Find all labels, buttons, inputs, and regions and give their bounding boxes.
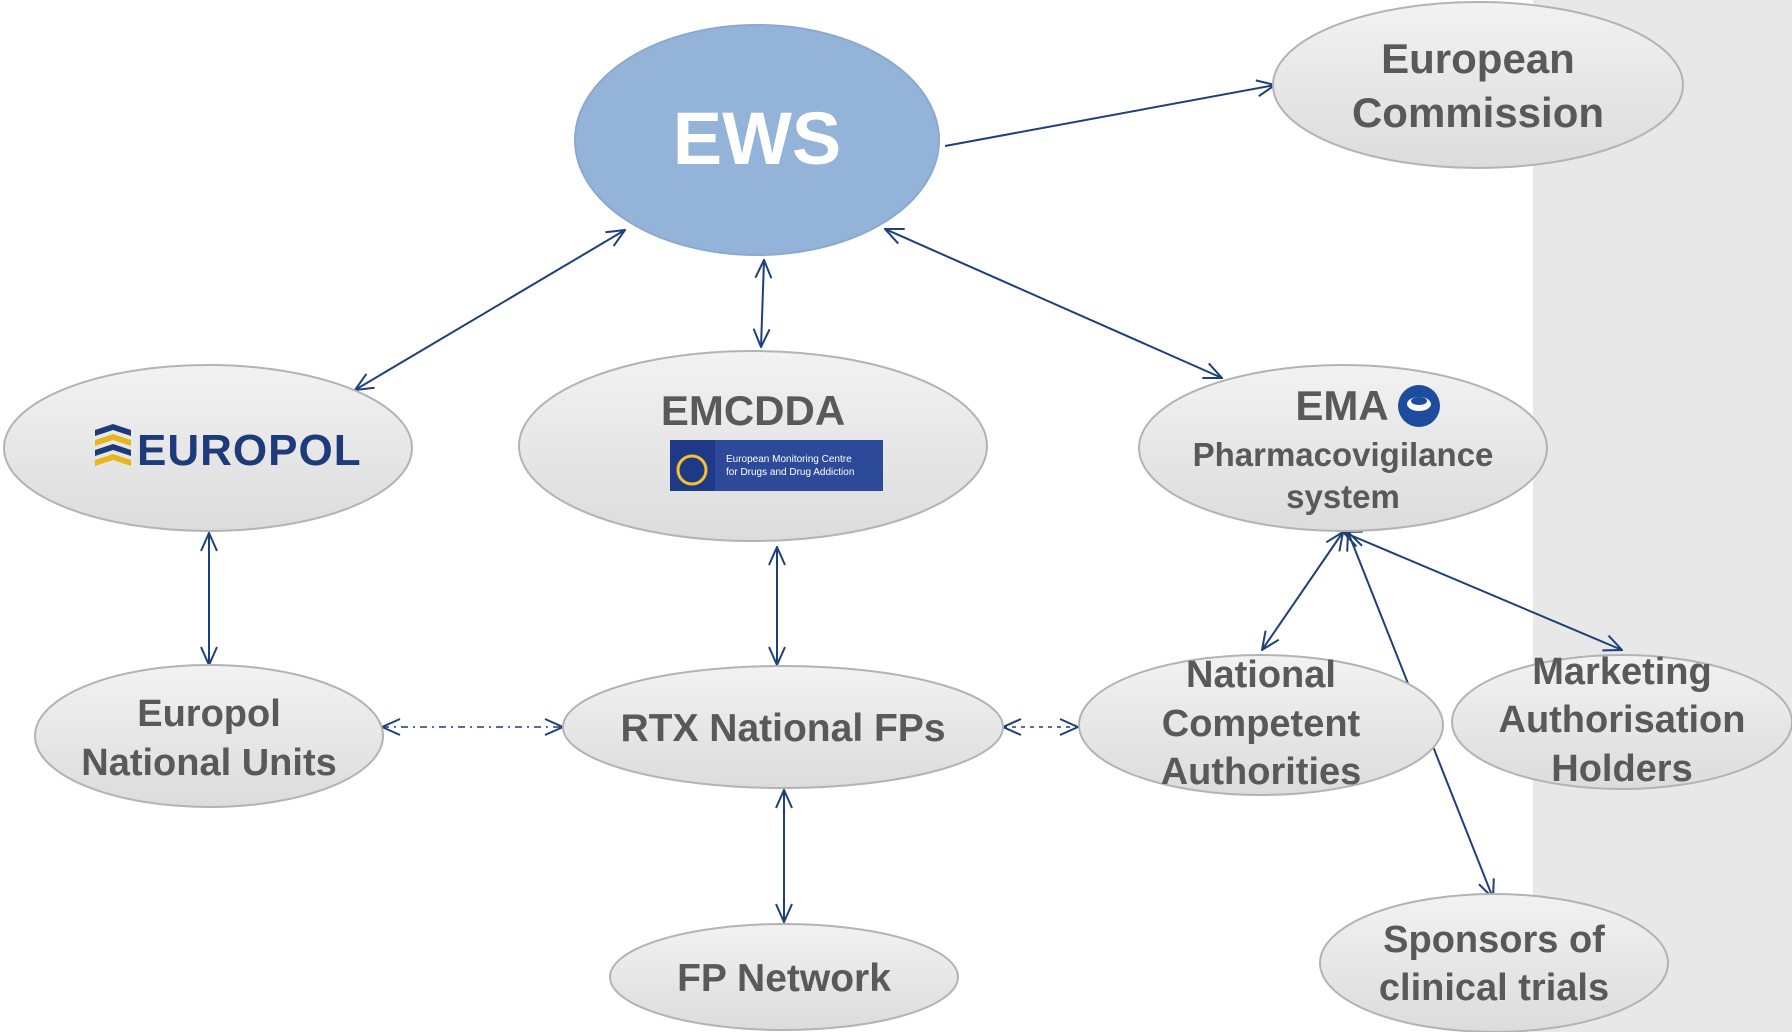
node-fp-network-label: FP Network (677, 957, 891, 1000)
node-ema-line3: system (1286, 478, 1400, 515)
node-europol-national-units: Europol National Units (34, 664, 384, 808)
node-mah-line3: Holders (1551, 748, 1692, 790)
node-sponsors-line1: Sponsors of (1383, 919, 1605, 961)
emcdda-logo: European Monitoring Centre for Drugs and… (670, 440, 883, 491)
node-national-competent-authorities: National Competent Authorities (1078, 654, 1444, 796)
node-fp-network: FP Network (609, 923, 959, 1031)
europol-emblem-icon (95, 424, 131, 466)
side-panel-background (1533, 0, 1792, 1032)
emcdda-logo-line1: European Monitoring Centre (726, 454, 852, 465)
node-european-commission-line2: Commission (1352, 89, 1604, 136)
edge-ews-emcdda (761, 260, 764, 347)
edge-ews-european-commission (944, 85, 1275, 147)
node-rtx-national-fps: RTX National FPs (562, 665, 1004, 789)
edge-ema-national-competent-authorities (1262, 532, 1343, 650)
node-emcdda-label: EMCDDA (661, 387, 845, 434)
node-ews-label: EWS (673, 97, 842, 180)
node-nca-line2: Competent (1162, 703, 1361, 745)
europol-logo: EUROPOL (95, 424, 362, 475)
edge-ews-europol (355, 230, 625, 390)
node-nca-line1: National (1186, 654, 1336, 696)
node-ema: EMA Pharmacovigilance system (1138, 364, 1548, 532)
node-ema-line2: Pharmacovigilance (1193, 436, 1494, 473)
node-marketing-authorisation-holders: Marketing Authorisation Holders (1451, 651, 1792, 790)
node-europol: EUROPOL (3, 364, 413, 532)
node-ema-label: EMA (1295, 382, 1388, 429)
node-mah-line2: Authorisation (1499, 699, 1746, 741)
node-sponsors-clinical-trials: Sponsors of clinical trials (1319, 893, 1669, 1032)
node-europol-national-units-line1: Europol (137, 693, 281, 735)
node-european-commission-line1: European (1381, 35, 1575, 82)
node-european-commission: European Commission (1272, 1, 1684, 169)
europol-logo-text: EUROPOL (137, 426, 362, 475)
node-sponsors-line2: clinical trials (1379, 967, 1609, 1009)
ema-logo-icon (1398, 385, 1440, 427)
node-nca-line3: Authorities (1161, 751, 1362, 793)
node-emcdda: EMCDDA European Monitoring Centre for Dr… (518, 350, 988, 542)
node-rtx-national-fps-label: RTX National FPs (620, 707, 945, 750)
edge-ema-marketing-authorisation-holders (1343, 532, 1622, 650)
emcdda-logo-line2: for Drugs and Drug Addiction (726, 467, 854, 478)
node-ews: EWS (574, 24, 940, 256)
node-europol-national-units-line2: National Units (81, 742, 336, 784)
edge-ews-ema (885, 229, 1222, 378)
node-mah-line1: Marketing (1532, 651, 1711, 693)
emcdda-logo-icon (676, 454, 708, 486)
